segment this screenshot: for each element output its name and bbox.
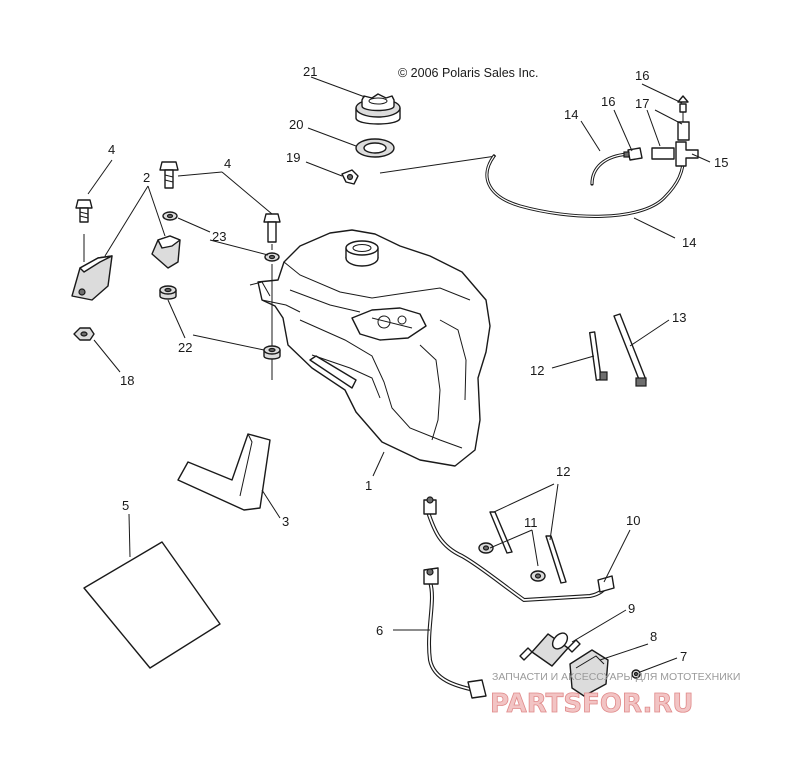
callout-12-top: 12: [530, 363, 544, 378]
callout-20: 20: [289, 117, 303, 132]
callout-13: 13: [672, 310, 686, 325]
callout-18: 18: [120, 373, 134, 388]
tie-part-12-bottom: [489, 511, 567, 584]
bolt-part-4-left: [75, 199, 93, 223]
fuel-line-part-6: [423, 567, 487, 699]
hose-sleeve-part-17: [651, 121, 690, 160]
callout-4-left: 4: [108, 142, 115, 157]
watermark-logo: PARTSFOR.RU: [490, 689, 693, 719]
watermark-tagline: ЗАПЧАСТИ И АКСЕССУАРЫ ДЛЯ МОТОТЕХНИКИ: [492, 671, 740, 683]
callout-1: 1: [365, 478, 372, 493]
copyright-text: © 2006 Polaris Sales Inc.: [398, 66, 539, 80]
hose-fitting-part-15: [675, 141, 699, 167]
callout-14-top: 14: [564, 107, 578, 122]
callout-11: 11: [524, 515, 538, 530]
watermark: ЗАПЧАСТИ И АКСЕССУАРЫ ДЛЯ МОТОТЕХНИКИ PA…: [490, 671, 741, 719]
gasket-part-20: [355, 138, 395, 158]
clamp-part-11: [478, 542, 546, 582]
sheet-part-5: [83, 541, 221, 669]
vent-hose-part-14: [379, 150, 686, 218]
bushing-part-22: [159, 285, 281, 360]
leader-lines: [87, 76, 711, 673]
callout-8: 8: [650, 629, 657, 644]
fuel-tank-part-1: [249, 229, 491, 467]
filter-bracket-part-8: [569, 649, 609, 697]
callout-23: 23: [212, 229, 226, 244]
fastener-part-7: [631, 669, 641, 679]
callout-21: 21: [303, 64, 317, 79]
callout-4-right: 4: [224, 156, 231, 171]
callout-17: 17: [635, 96, 649, 111]
callout-15: 15: [714, 155, 728, 170]
callout-16-right: 16: [635, 68, 649, 83]
callout-12-bottom: 12: [556, 464, 570, 479]
callout-9: 9: [628, 601, 635, 616]
fuel-line-part-10: [423, 496, 615, 603]
bracket-part-2-left: [71, 255, 113, 301]
check-valve-part-16: [623, 95, 689, 161]
washer-part-23: [162, 211, 280, 262]
callout-6: 6: [376, 623, 383, 638]
callout-5: 5: [122, 498, 129, 513]
strap-part-13: [613, 313, 647, 387]
callout-3: 3: [282, 514, 289, 529]
callout-7: 7: [680, 649, 687, 664]
callout-14-bottom: 14: [682, 235, 696, 250]
fuel-filter-part-9: [519, 632, 581, 667]
callout-19: 19: [286, 150, 300, 165]
pad-part-3: [177, 433, 271, 511]
clip-part-19: [341, 169, 359, 185]
bolt-part-4-top: [159, 161, 179, 189]
bolt-part-4-right: [263, 213, 281, 243]
bracket-part-2-right: [151, 235, 181, 269]
fuel-cap-part-21: [355, 93, 401, 125]
callout-2: 2: [143, 170, 150, 185]
callout-22: 22: [178, 340, 192, 355]
callout-labels: 21 20 19 16 16 17 14 15 14 4 2 4 23 22 1…: [108, 64, 728, 664]
callout-16-left: 16: [601, 94, 615, 109]
callout-10: 10: [626, 513, 640, 528]
nut-part-18: [73, 327, 95, 341]
